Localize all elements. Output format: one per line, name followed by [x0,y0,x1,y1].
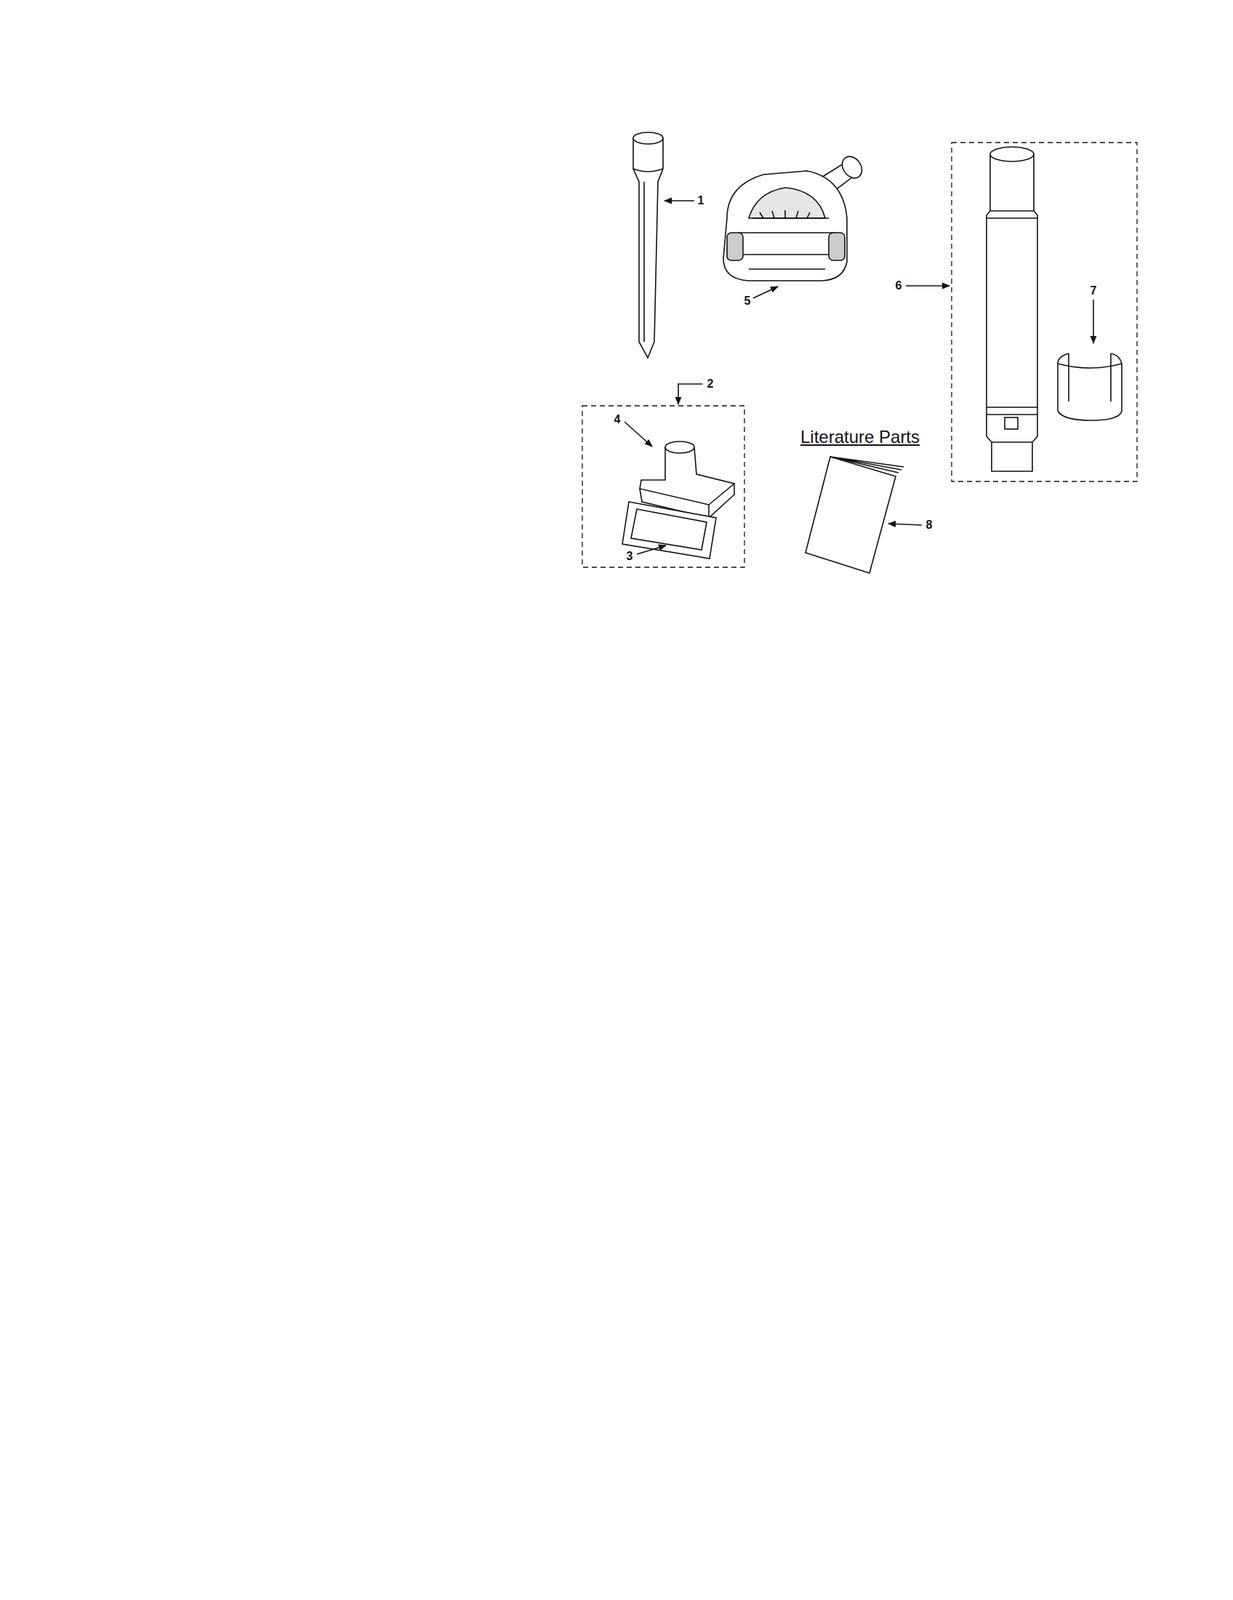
callout-number: 2 [707,377,714,391]
callout-number: 3 [626,549,634,563]
callout-number: 4 [614,412,621,427]
turbo-brush [723,152,866,281]
group-outline [582,405,745,568]
crevice-tool [633,132,664,358]
leader-line [624,200,1094,554]
callout-number: 6 [895,279,903,293]
manual-booklet [805,456,904,573]
group-outline [951,142,1138,482]
extension-wand [986,146,1038,472]
callout-number: 7 [1090,284,1098,298]
filter [622,501,717,559]
section-heading: Literature Parts [800,426,920,448]
callout-number: 5 [744,294,751,308]
callout-number: 8 [926,518,933,532]
callout-number: 1 [697,194,705,208]
wand-clip [1057,353,1122,421]
